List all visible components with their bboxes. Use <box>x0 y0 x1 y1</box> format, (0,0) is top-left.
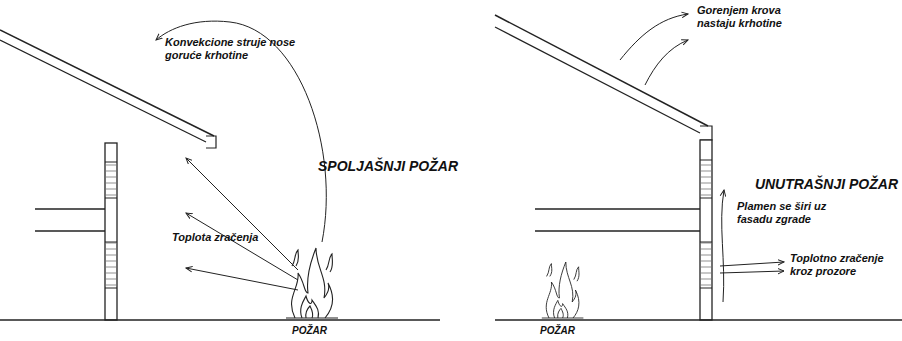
callout-text: Gorenjem krova nastaju krhotine <box>697 4 812 30</box>
fire-label: POŽAR <box>292 325 327 337</box>
right-arrows <box>620 14 784 302</box>
left-arrows <box>156 21 326 290</box>
callout-text: Toplotno zračenje kroz prozore <box>790 252 898 278</box>
panel-heading: UNUTRAŠNJI POŽAR <box>755 176 898 193</box>
fire-label: POŽAR <box>540 325 575 337</box>
left-building <box>0 30 440 320</box>
fire <box>542 262 584 318</box>
callout-text: Toplota zračenja <box>172 231 258 244</box>
callout-text: Plamen se širi uz fasadu zgrade <box>737 200 837 226</box>
callout-text: Konvekcione struje nose goruće krhotine <box>165 36 305 62</box>
panel-heading: SPOLJAŠNJI POŽAR <box>318 158 458 175</box>
fire <box>286 248 338 318</box>
right-building <box>495 15 902 320</box>
